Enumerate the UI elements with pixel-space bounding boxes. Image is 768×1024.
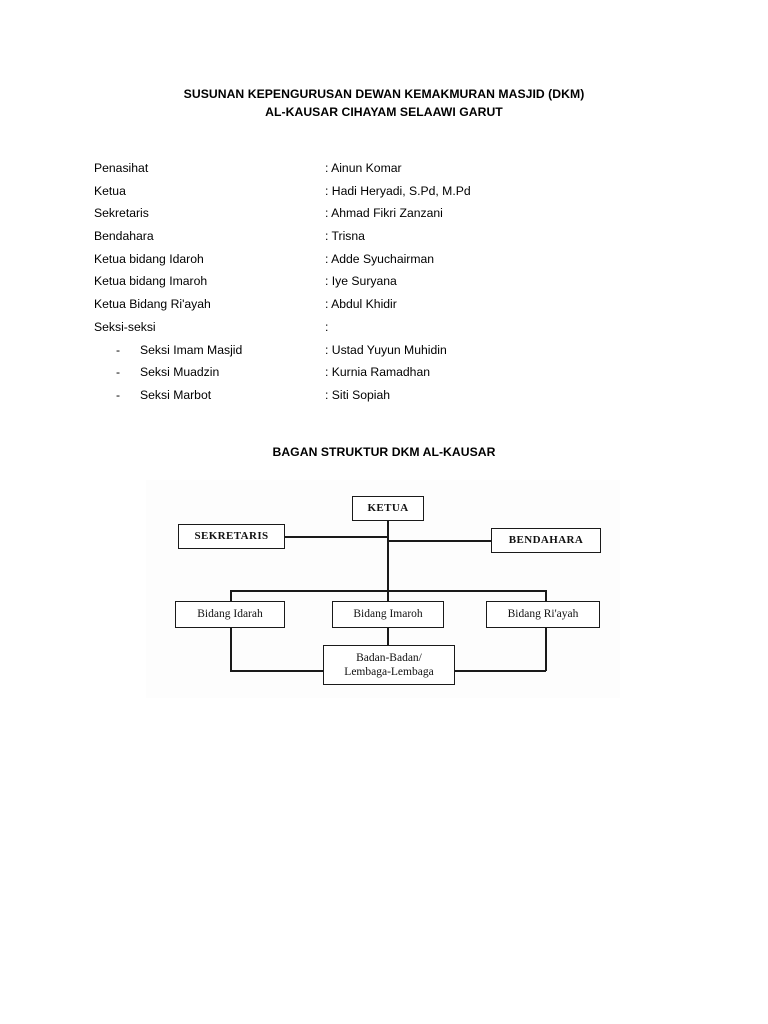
org-node-label-line-1: Badan-Badan/	[356, 651, 422, 664]
org-node-label: SEKRETARIS	[194, 530, 269, 543]
roster-value: :	[325, 319, 329, 334]
roster-label: Ketua bidang Idaroh	[94, 251, 204, 266]
roster-value: : Abdul Khidir	[325, 297, 397, 312]
bullet-dash-icon: -	[116, 365, 121, 380]
roster-row: Ketua Bidang Ri'ayah : Abdul Khidir	[94, 293, 654, 316]
roster-row: Ketua bidang Imaroh : Iye Suryana	[94, 270, 654, 293]
org-node-bidang-riayah: Bidang Ri'ayah	[486, 601, 600, 628]
connector-drop-riayah	[545, 590, 547, 602]
roster-row: Penasihat : Ainun Komar	[94, 157, 654, 180]
org-node-label: BENDAHARA	[508, 534, 584, 547]
roster-label: Seksi Muadzin	[140, 365, 220, 380]
roster-row: Sekretaris : Ahmad Fikri Zanzani	[94, 202, 654, 225]
roster-subrow: - Seksi Marbot : Siti Sopiah	[94, 384, 654, 407]
roster-subrow: - Seksi Muadzin : Kurnia Ramadhan	[94, 361, 654, 384]
roster-subrow: - Seksi Imam Masjid : Ustad Yuyun Muhidi…	[94, 339, 654, 362]
page-title-line-2: AL-KAUSAR CIHAYAM SELAAWI GARUT	[265, 104, 503, 119]
org-node-bendahara: BENDAHARA	[491, 528, 601, 553]
committee-roster: Penasihat : Ainun Komar Ketua : Hadi Her…	[94, 157, 654, 407]
connector-sekretaris	[285, 536, 388, 538]
roster-value: : Trisna	[325, 229, 365, 244]
roster-value: : Hadi Heryadi, S.Pd, M.Pd	[325, 183, 471, 198]
org-chart-heading: BAGAN STRUKTUR DKM AL-KAUSAR	[272, 445, 496, 459]
roster-value: : Kurnia Ramadhan	[325, 365, 431, 380]
roster-label: Bendahara	[94, 229, 154, 244]
roster-label: Penasihat	[94, 161, 149, 175]
connector-idarah-to-badan	[230, 670, 324, 672]
org-node-label: Bidang Imaroh	[353, 608, 423, 621]
roster-row: Seksi-seksi :	[94, 316, 654, 339]
org-chart: KETUA SEKRETARIS BENDAHARA Bidang Idarah…	[146, 480, 620, 698]
roster-value: : Adde Syuchairman	[325, 251, 435, 266]
roster-value: : Iye Suryana	[325, 274, 397, 289]
org-node-label-multiline: Badan-Badan/ Lembaga-Lembaga	[324, 651, 454, 680]
roster-label: Seksi-seksi	[94, 319, 156, 334]
org-node-label-line-2: Lembaga-Lembaga	[344, 666, 434, 678]
roster-label: Ketua Bidang Ri'ayah	[94, 297, 211, 312]
roster-label: Seksi Imam Masjid	[140, 342, 243, 357]
roster-label: Sekretaris	[94, 206, 149, 221]
org-node-ketua: KETUA	[352, 496, 424, 521]
roster-label: Seksi Marbot	[140, 387, 212, 402]
connector-ketua-spine	[387, 521, 389, 591]
roster-value: : Siti Sopiah	[325, 387, 391, 402]
roster-value: : Ahmad Fikri Zanzani	[325, 206, 443, 221]
bullet-dash-icon: -	[116, 342, 121, 357]
connector-bendahara	[387, 540, 492, 542]
roster-row: Ketua bidang Idaroh : Adde Syuchairman	[94, 248, 654, 271]
bullet-dash-icon: -	[116, 387, 121, 402]
connector-drop-idarah	[230, 590, 232, 602]
connector-riayah-down	[545, 627, 547, 671]
roster-value: : Ustad Yuyun Muhidin	[325, 342, 447, 357]
roster-label: Ketua bidang Imaroh	[94, 274, 208, 289]
org-node-sekretaris: SEKRETARIS	[178, 524, 285, 549]
org-node-label: Bidang Idarah	[197, 608, 263, 621]
org-node-bidang-idarah: Bidang Idarah	[175, 601, 285, 628]
roster-label: Ketua	[94, 183, 126, 198]
org-node-label: Bidang Ri'ayah	[507, 608, 579, 621]
org-chart-figure: KETUA SEKRETARIS BENDAHARA Bidang Idarah…	[146, 480, 620, 698]
page-title-line-1: SUSUNAN KEPENGURUSAN DEWAN KEMAKMURAN MA…	[183, 87, 585, 101]
connector-imaroh-to-badan	[387, 627, 389, 646]
org-node-bidang-imaroh: Bidang Imaroh	[332, 601, 444, 628]
roster-row: Bendahara : Trisna	[94, 225, 654, 248]
roster-value: : Ainun Komar	[325, 161, 402, 175]
roster-row: Ketua : Hadi Heryadi, S.Pd, M.Pd	[94, 180, 654, 203]
org-node-badan-lembaga: Badan-Badan/ Lembaga-Lembaga	[323, 645, 455, 685]
page-title: SUSUNAN KEPENGURUSAN DEWAN KEMAKMURAN MA…	[94, 86, 674, 121]
connector-badan-to-riayah	[454, 670, 546, 672]
connector-idarah-down	[230, 627, 232, 671]
connector-drop-imaroh	[387, 590, 389, 602]
org-node-label: KETUA	[367, 502, 409, 515]
